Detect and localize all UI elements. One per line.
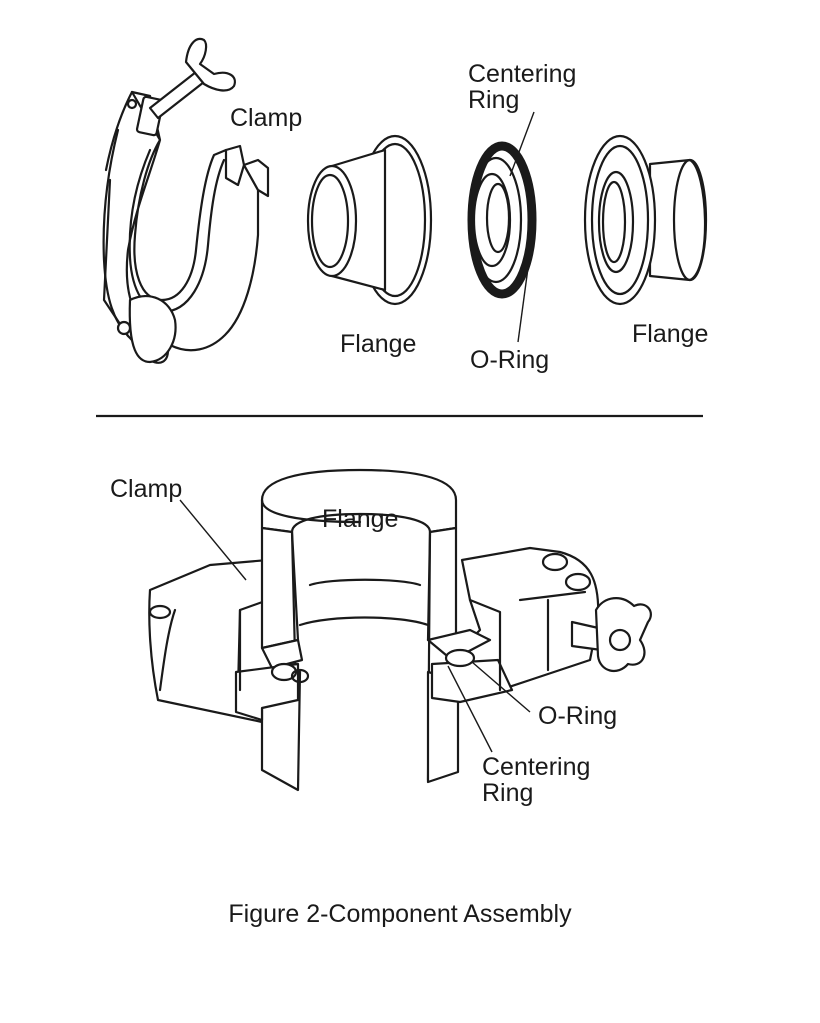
exploded-right-flange-label: Flange xyxy=(632,320,708,348)
exploded-left-flange-label: Flange xyxy=(340,330,416,358)
assembled-o-ring-label: O-Ring xyxy=(538,702,617,730)
exploded-o-ring-leader xyxy=(517,267,529,343)
assembled-drawing xyxy=(148,468,652,792)
exploded-clamp-label: Clamp xyxy=(230,104,302,132)
exploded-o-ring-label: O-Ring xyxy=(470,346,549,374)
figure-caption: Figure 2-Component Assembly xyxy=(228,900,572,928)
exploded-clamp-drawing xyxy=(102,37,270,364)
exploded-centering-ring-label-line2: Ring xyxy=(468,86,519,114)
exploded-view: Clamp Flange Centering Ring O-Ring xyxy=(102,37,708,374)
exploded-right-flange-drawing xyxy=(583,134,708,306)
assembled-centering-ring-label-line2: Ring xyxy=(482,779,533,807)
exploded-centering-ring-leader xyxy=(509,111,535,177)
exploded-centering-ring-drawing xyxy=(467,141,537,299)
exploded-left-flange-drawing xyxy=(306,134,433,306)
assembled-centering-ring-label-line1: Centering xyxy=(482,753,590,781)
assembled-centering-ring-leader xyxy=(447,665,493,753)
assembled-clamp-label: Clamp xyxy=(110,475,182,503)
assembled-clamp-leader xyxy=(179,499,247,581)
assembled-view: Clamp Flange O-Ring Centering Ring xyxy=(110,468,652,807)
assembled-o-ring-leader xyxy=(471,661,531,713)
assembled-flange-label: Flange xyxy=(322,505,398,533)
exploded-centering-ring-label-line1: Centering xyxy=(468,60,576,88)
